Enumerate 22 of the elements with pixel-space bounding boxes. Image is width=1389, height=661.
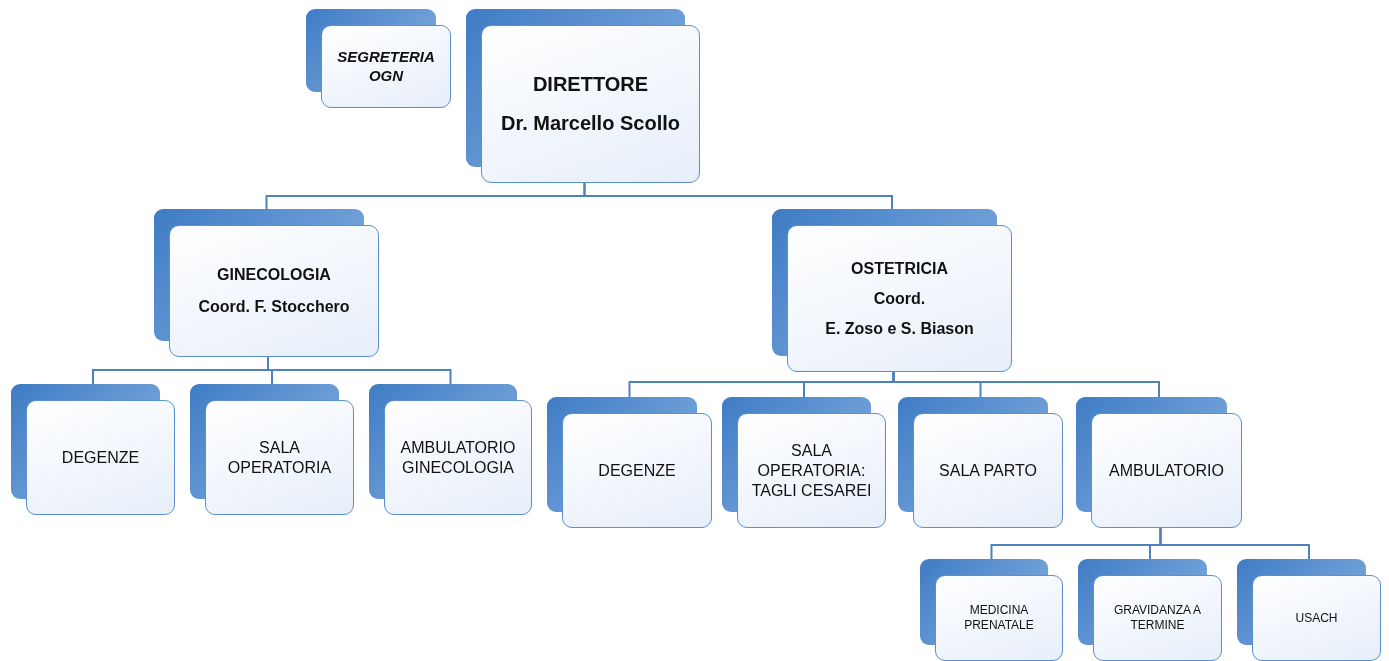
- connector-line: [1159, 527, 1310, 560]
- box-text: Dr. Marcello Scollo: [501, 111, 680, 136]
- box-title: USACH: [1295, 610, 1338, 626]
- box-title: DEGENZE: [61, 447, 140, 468]
- box-text: Coord. F. Stocchero: [198, 297, 350, 317]
- box-title: GINECOLOGIA: [217, 265, 331, 285]
- connector-line: [583, 182, 893, 210]
- box-title: DEGENZE: [598, 460, 676, 481]
- box-title: OSTETRICIA: [851, 258, 948, 279]
- box-text: Coord.: [873, 288, 926, 309]
- box-title: SEGRETERIA OGN: [336, 47, 436, 86]
- box-text: E. Zoso e S. Biason: [825, 318, 974, 339]
- box-title: GRAVIDANZA A TERMINE: [1112, 603, 1203, 633]
- box-title: DIRETTORE: [532, 72, 649, 97]
- box-title: SALA PARTO: [939, 460, 1037, 481]
- box-title: AMBULATORIO GINECOLOGIA: [399, 437, 517, 478]
- box-title: MEDICINA PRENATALE: [963, 603, 1035, 633]
- box-title: SALA OPERATORIA: TAGLI CESAREI: [750, 440, 873, 501]
- connector-line: [267, 356, 452, 385]
- connector-line: [892, 371, 1160, 398]
- box-title: AMBULATORIO: [1109, 460, 1224, 481]
- box-title: SALA OPERATORIA: [226, 437, 333, 478]
